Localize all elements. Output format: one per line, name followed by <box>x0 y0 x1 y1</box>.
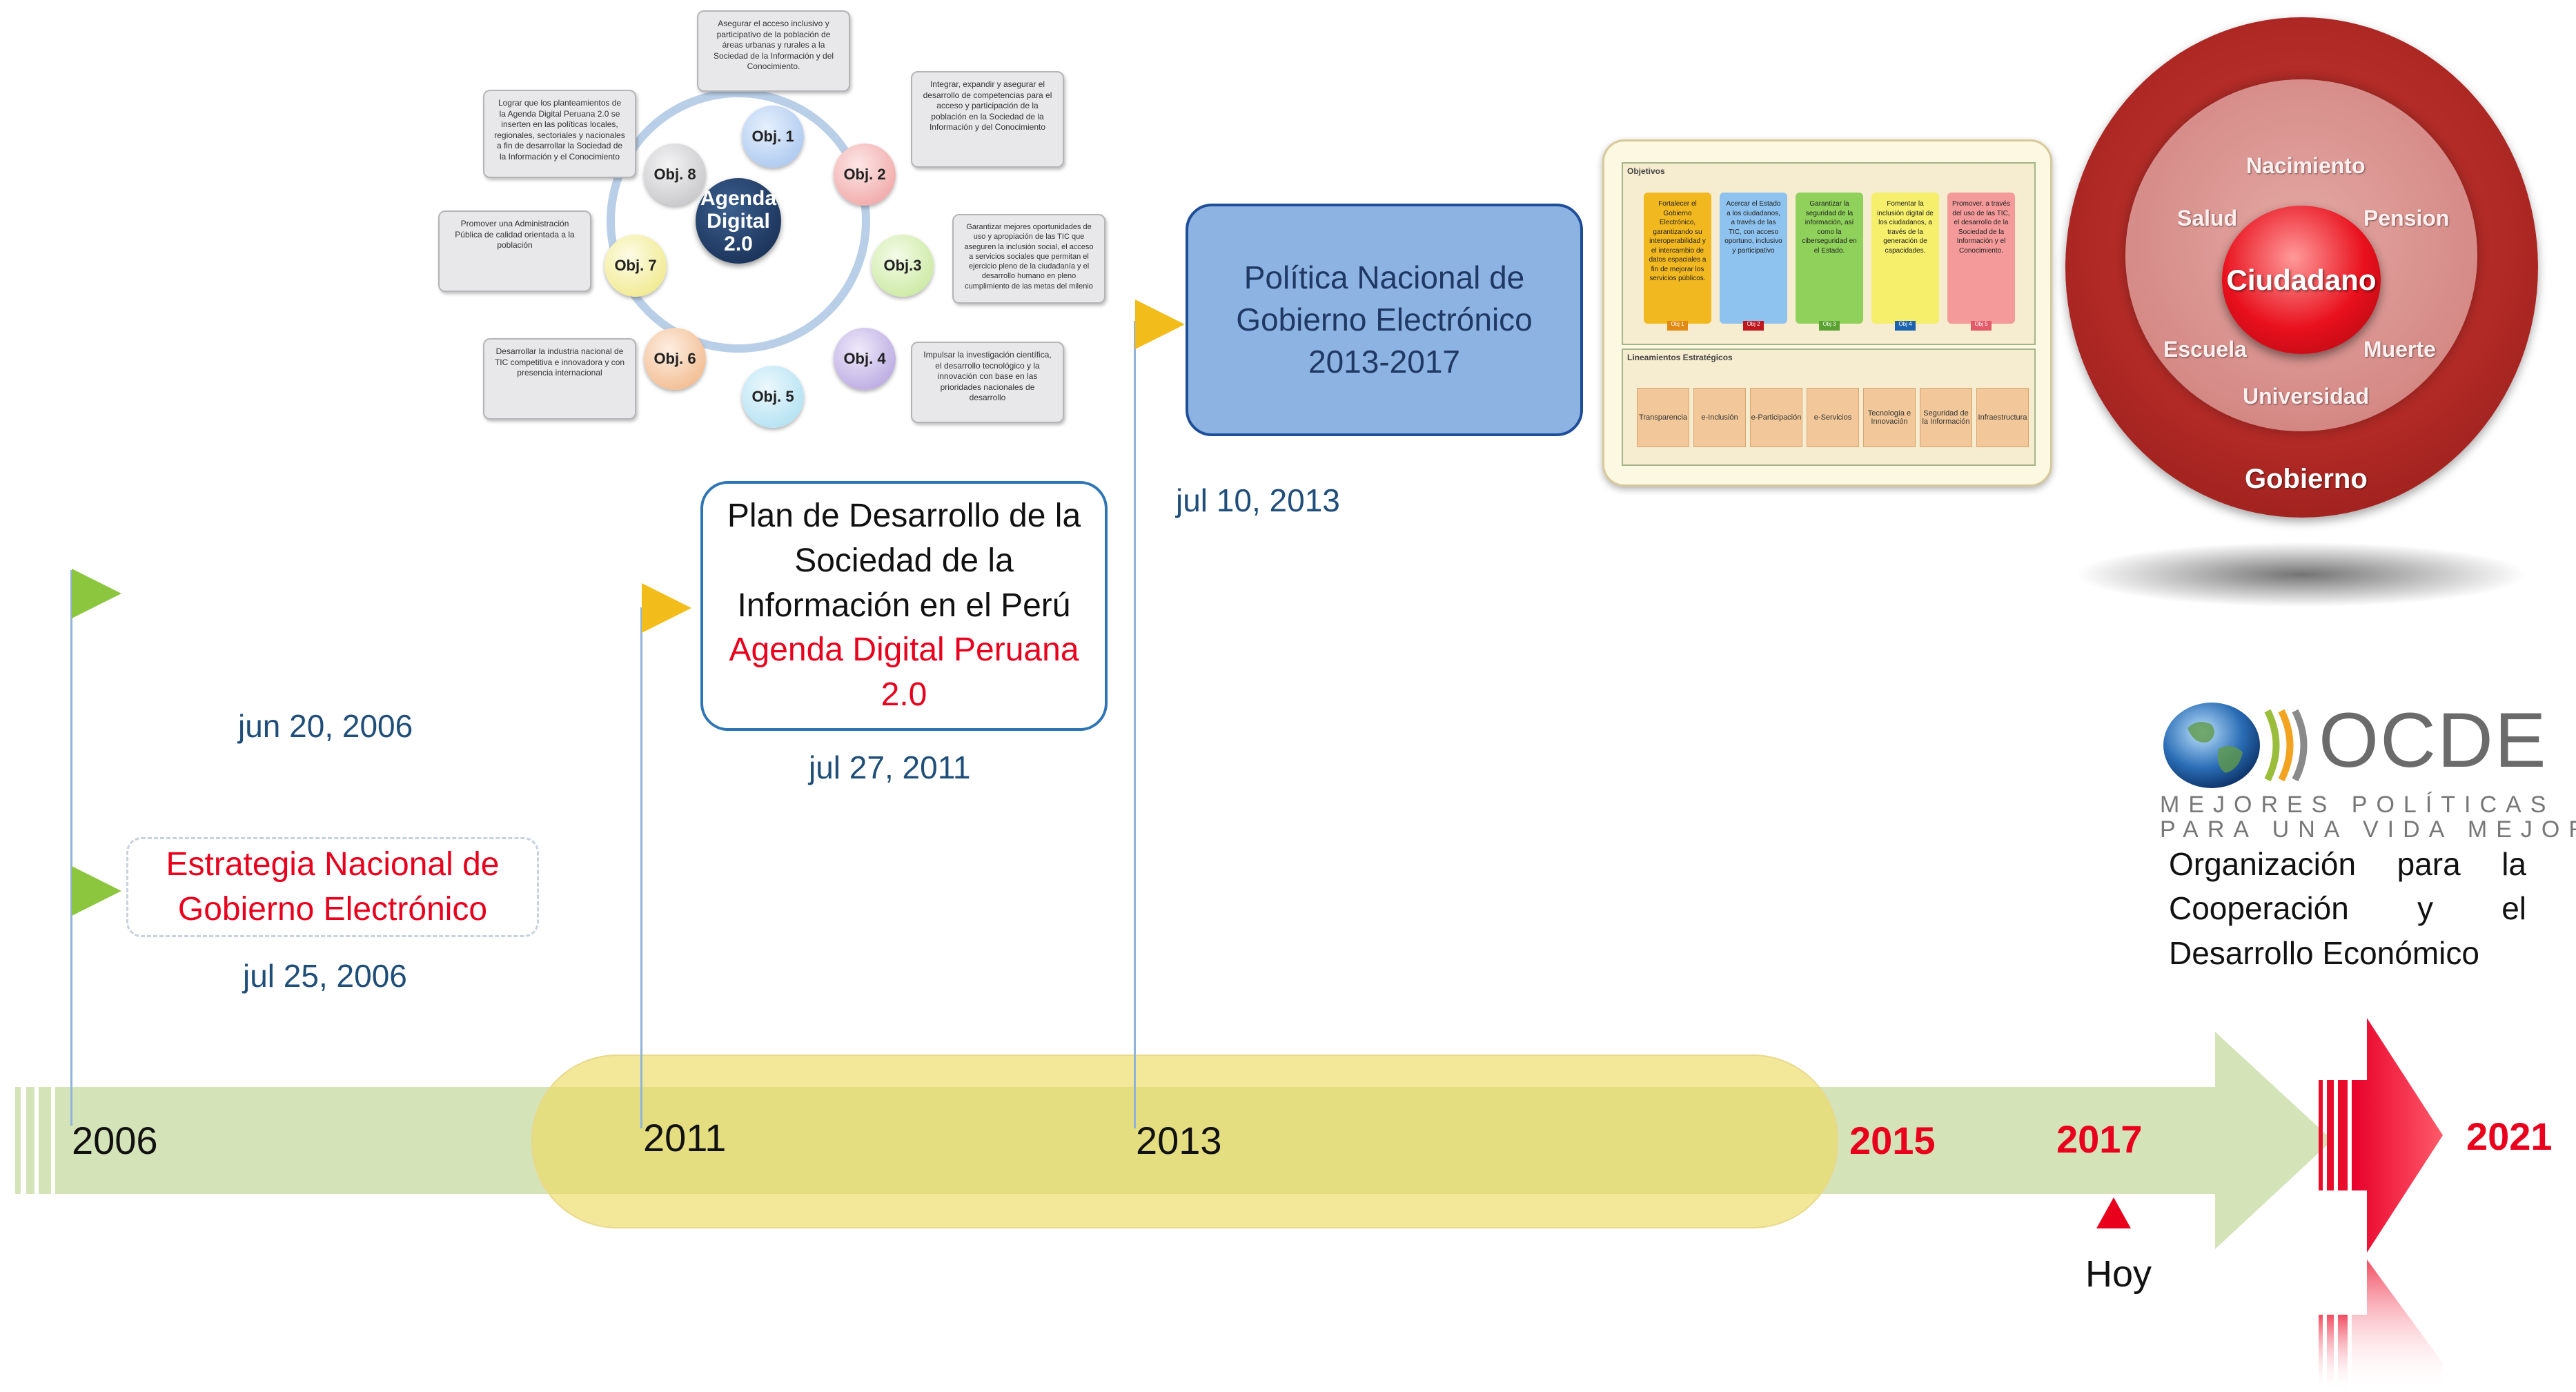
date-2013: jul 10, 2013 <box>1176 482 1340 518</box>
obj-4-description: Impulsar la investigación científica, el… <box>911 342 1064 423</box>
policy-objective-2-tag: Obj 2 <box>1743 321 1764 331</box>
policy-objective-3: Garantizar la seguridad de la informació… <box>1796 193 1863 324</box>
government-shadow <box>2074 542 2529 607</box>
highlight-period <box>531 1055 1838 1228</box>
ocde-description: Organización para la Cooperación y el De… <box>2169 846 2526 971</box>
red-arrow-reflection <box>2319 1259 2443 1392</box>
ocde-chevrons-icon <box>2264 709 2308 782</box>
flag-2013-icon <box>1135 300 1185 349</box>
obj-3-description: Garantizar mejores oportunidades de uso … <box>952 214 1105 304</box>
milestone-2006b-title: Estrategia Nacional de Gobierno Electrón… <box>166 845 500 928</box>
citizen-label: Ciudadano <box>2226 263 2377 296</box>
strategic-line-3: e-Participación <box>1750 388 1802 447</box>
gov-item-muerte: Muerte <box>2363 337 2436 362</box>
obj-1-circle: Obj. 1 <box>742 106 804 168</box>
flagpole-2011 <box>640 607 642 1128</box>
policy-objective-5-tag: Obj 5 <box>1971 321 1992 331</box>
year-2015: 2015 <box>1849 1119 1936 1162</box>
objectives-section: Objetivos Fortalecer el Gobierno Electró… <box>1622 162 2036 345</box>
objectives-title: Objetivos <box>1627 166 1665 176</box>
strategic-line-7: Infraestructura <box>1976 388 2029 447</box>
milestone-2011-subtitle: Agenda Digital Peruana 2.0 <box>729 631 1079 714</box>
government-diagram: Ciudadano Nacimiento Salud Pension Escue… <box>2060 0 2543 621</box>
gov-item-salud: Salud <box>2177 206 2238 231</box>
obj-1-description: Asegurar el acceso inclusivo y participa… <box>697 10 850 92</box>
flagpole-2013 <box>1134 321 1136 1128</box>
milestone-2011-box: Plan de Desarrollo de la Sociedad de la … <box>700 481 1108 731</box>
milestone-2006b-box: Estrategia Nacional de Gobierno Electrón… <box>126 837 539 937</box>
red-arrow-2021 <box>2319 1018 2443 1253</box>
today-marker-icon <box>2096 1197 2131 1228</box>
timeline-arrow-head <box>2215 1032 2332 1249</box>
strategic-line-6: Seguridad de la Información <box>1920 388 1972 447</box>
gov-item-escuela: Escuela <box>2163 337 2247 362</box>
gov-item-nacimiento: Nacimiento <box>2246 153 2366 178</box>
ocde-tagline-1: MEJORES POLÍTICAS <box>2160 792 2555 818</box>
gov-item-pension: Pension <box>2363 206 2450 231</box>
obj-6-circle: Obj. 6 <box>644 328 706 390</box>
policy-objective-1: Fortalecer el Gobierno Electrónico, gara… <box>1644 193 1711 324</box>
flag-2006b-icon <box>72 866 121 916</box>
timeline-bar-stripe <box>15 1087 21 1194</box>
obj-2-description: Integrar, expandir y asegurar el desarro… <box>911 71 1064 168</box>
policy-objective-5: Promover, a través del uso de las TIC, e… <box>1947 193 2015 324</box>
lines-section: Lineamientos Estratégicos Transparencia … <box>1622 349 2036 466</box>
year-2006: 2006 <box>72 1119 158 1162</box>
ocde-logo-text: OCDE <box>2319 697 2548 783</box>
milestone-2011-title: Plan de Desarrollo de la Sociedad de la … <box>727 498 1081 624</box>
strategic-line-4: e-Servicios <box>1807 388 1859 447</box>
policy-objective-4: Fomentar la inclusión digital de los ciu… <box>1871 193 1939 324</box>
flag-2006a-icon <box>72 569 121 618</box>
obj-3-circle: Obj.3 <box>872 235 934 297</box>
agenda-ring <box>607 89 870 353</box>
obj-2-circle: Obj. 2 <box>834 144 896 206</box>
obj-5-circle: Obj. 5 <box>742 366 804 428</box>
obj-6-description: Desarrollar la industria nacional de TIC… <box>483 338 636 420</box>
date-2006a: jun 20, 2006 <box>238 708 413 744</box>
government-label: Gobierno <box>2245 464 2368 494</box>
obj-7-circle: Obj. 7 <box>604 235 667 297</box>
today-label: Hoy <box>2085 1253 2152 1295</box>
milestone-2013-title: Política Nacional de Gobierno Electrónic… <box>1236 259 1533 380</box>
timeline-bar-stripe <box>39 1087 51 1194</box>
policy-objective-4-tag: Obj 4 <box>1895 321 1916 331</box>
year-2017: 2017 <box>2056 1117 2143 1161</box>
strategic-line-5: Tecnología e Innovación <box>1863 388 1916 447</box>
date-2006b: jul 25, 2006 <box>243 958 407 994</box>
date-2011: jul 27, 2011 <box>809 749 971 785</box>
policy-objective-1-tag: Obj 1 <box>1667 321 1688 331</box>
agenda-center-circle: Agenda Digital 2.0 <box>696 178 781 264</box>
obj-4-circle: Obj. 4 <box>834 328 896 390</box>
obj-8-description: Lograr que los planteamientos de la Agen… <box>483 90 636 178</box>
year-2013: 2013 <box>1136 1119 1222 1162</box>
year-2011: 2011 <box>643 1116 727 1159</box>
gov-item-universidad: Universidad <box>2243 384 2370 409</box>
flag-2011-icon <box>642 583 691 633</box>
timeline-bar-stripe <box>26 1087 35 1194</box>
flagpole-2006a <box>70 570 72 1126</box>
obj-7-description: Promover una Administración Pública de c… <box>438 210 591 292</box>
agenda-diagram: Agenda Digital 2.0 Obj. 1 Obj. 2 Obj.3 O… <box>428 7 1118 435</box>
milestone-2013-box: Política Nacional de Gobierno Electrónic… <box>1186 204 1583 436</box>
agenda-center-label: Agenda Digital 2.0 <box>700 186 777 255</box>
strategic-line-1: Transparencia <box>1637 388 1689 447</box>
obj-8-circle: Obj. 8 <box>644 144 706 206</box>
policy-objective-3-tag: Obj 3 <box>1819 321 1840 331</box>
lines-title: Lineamientos Estratégicos <box>1627 353 1733 362</box>
policy-panel: Objetivos Fortalecer el Gobierno Electró… <box>1602 139 2052 487</box>
ocde-tagline-2: PARA UNA VIDA MEJOR <box>2160 816 2576 843</box>
year-2021: 2021 <box>2466 1115 2553 1158</box>
ocde-logo: OCDE MEJORES POLÍTICAS PARA UNA VIDA MEJ… <box>2153 694 2576 845</box>
citizen-circle: Ciudadano <box>2222 206 2381 354</box>
policy-objective-2: Acercar el Estado a los ciudadanos, a tr… <box>1720 193 1787 324</box>
globe-icon <box>2163 703 2260 788</box>
strategic-line-2: e-Inclusión <box>1693 388 1746 447</box>
